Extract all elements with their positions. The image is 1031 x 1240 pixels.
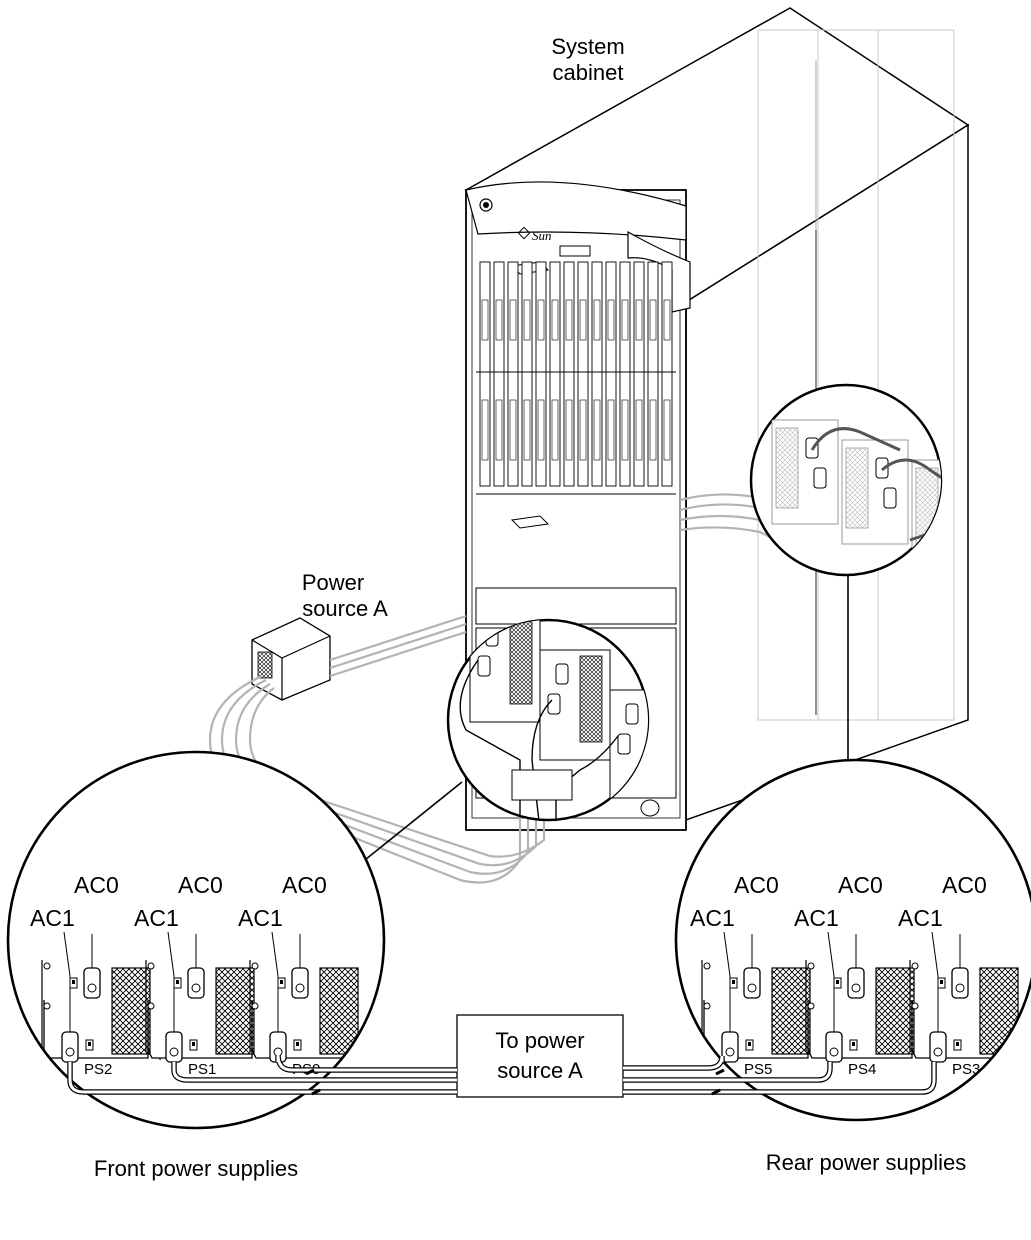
ac0-inlet-icon bbox=[743, 967, 761, 999]
front-ac0-label-0: AC0 bbox=[74, 872, 119, 898]
ac-inlet-icon bbox=[875, 457, 889, 479]
ac-inlet-icon bbox=[477, 655, 491, 677]
vent-grille bbox=[979, 967, 1019, 1055]
front-ac0-label-1: AC0 bbox=[178, 872, 223, 898]
ac-inlet-icon bbox=[547, 693, 561, 715]
cabinet-label-2: cabinet bbox=[553, 60, 624, 85]
vent-grille bbox=[771, 967, 811, 1055]
rear-ac0-label-0: AC0 bbox=[734, 872, 779, 898]
ac0-inlet-icon bbox=[291, 967, 309, 999]
vent-grille bbox=[875, 967, 915, 1055]
ac-power-cables bbox=[67, 1054, 937, 1095]
rear-ps-label-1: PS4 bbox=[848, 1061, 876, 1078]
ac1-inlet-icon bbox=[825, 1031, 843, 1063]
vent-grille bbox=[215, 967, 255, 1055]
board-slot bbox=[479, 261, 491, 487]
board-slot bbox=[493, 261, 505, 487]
source-label-1: Power bbox=[302, 570, 364, 595]
ac1-inlet-icon bbox=[929, 1031, 947, 1063]
rear-ps-label-0: PS5 bbox=[744, 1061, 772, 1078]
to-power-source-box: To power source A bbox=[456, 1014, 624, 1098]
board-slots bbox=[476, 261, 676, 495]
board-slot bbox=[647, 261, 659, 487]
rear-ac1-label-1: AC1 bbox=[794, 905, 839, 931]
ac0-inlet-icon bbox=[951, 967, 969, 999]
front-ac1-label-1: AC1 bbox=[134, 905, 179, 931]
board-slot bbox=[563, 261, 575, 487]
vent-grille bbox=[319, 967, 359, 1055]
ac1-inlet-icon bbox=[165, 1031, 183, 1063]
rear-ac1-label-0: AC1 bbox=[690, 905, 735, 931]
board-slot bbox=[633, 261, 645, 487]
power-cable bbox=[623, 1055, 725, 1071]
front-caption: Front power supplies bbox=[94, 1156, 298, 1181]
rear-ac0-label-2: AC0 bbox=[942, 872, 987, 898]
board-slot bbox=[521, 261, 533, 487]
front-ps-label-1: PS1 bbox=[188, 1061, 216, 1078]
ac1-inlet-icon bbox=[61, 1031, 79, 1063]
ac0-inlet-icon bbox=[847, 967, 865, 999]
board-slot bbox=[661, 261, 673, 487]
ac0-inlet-icon bbox=[83, 967, 101, 999]
to-power-label-1: To power bbox=[495, 1028, 584, 1053]
board-slot bbox=[605, 261, 617, 487]
ac-inlet-icon bbox=[617, 733, 631, 755]
to-power-label-2: source A bbox=[497, 1058, 583, 1083]
cable-crossing-ticks bbox=[305, 1068, 725, 1096]
rear-caption: Rear power supplies bbox=[766, 1150, 967, 1175]
source-label-2: source A bbox=[302, 596, 388, 621]
power-source-box bbox=[251, 617, 331, 701]
front-ac1-label-2: AC1 bbox=[238, 905, 283, 931]
supply-frame bbox=[147, 1000, 253, 1059]
board-slot bbox=[507, 261, 519, 487]
brand-logo: Sun bbox=[532, 228, 552, 243]
front-ac0-label-2: AC0 bbox=[282, 872, 327, 898]
front-ac1-label-0: AC1 bbox=[30, 905, 75, 931]
front-ps-label-0: PS2 bbox=[84, 1061, 112, 1078]
cabinet-label-1: System bbox=[551, 34, 624, 59]
ac-inlet-icon bbox=[625, 703, 639, 725]
ac-inlet-icon bbox=[813, 467, 827, 489]
rear-ps-label-2: PS3 bbox=[952, 1061, 980, 1078]
board-slot bbox=[549, 261, 561, 487]
ac0-inlet-icon bbox=[187, 967, 205, 999]
ac-inlet-icon bbox=[883, 487, 897, 509]
front-supplies-zoom-circle bbox=[446, 618, 650, 822]
board-slot bbox=[619, 261, 631, 487]
board-slot bbox=[535, 261, 547, 487]
rear-ac0-label-1: AC0 bbox=[838, 872, 883, 898]
board-slot bbox=[591, 261, 603, 487]
brand-mark-icon bbox=[517, 226, 531, 240]
ac-inlet-icon bbox=[555, 663, 569, 685]
supply-frame bbox=[807, 1000, 913, 1059]
rear-ac1-label-2: AC1 bbox=[898, 905, 943, 931]
vent-grille bbox=[111, 967, 151, 1055]
board-slot bbox=[577, 261, 589, 487]
